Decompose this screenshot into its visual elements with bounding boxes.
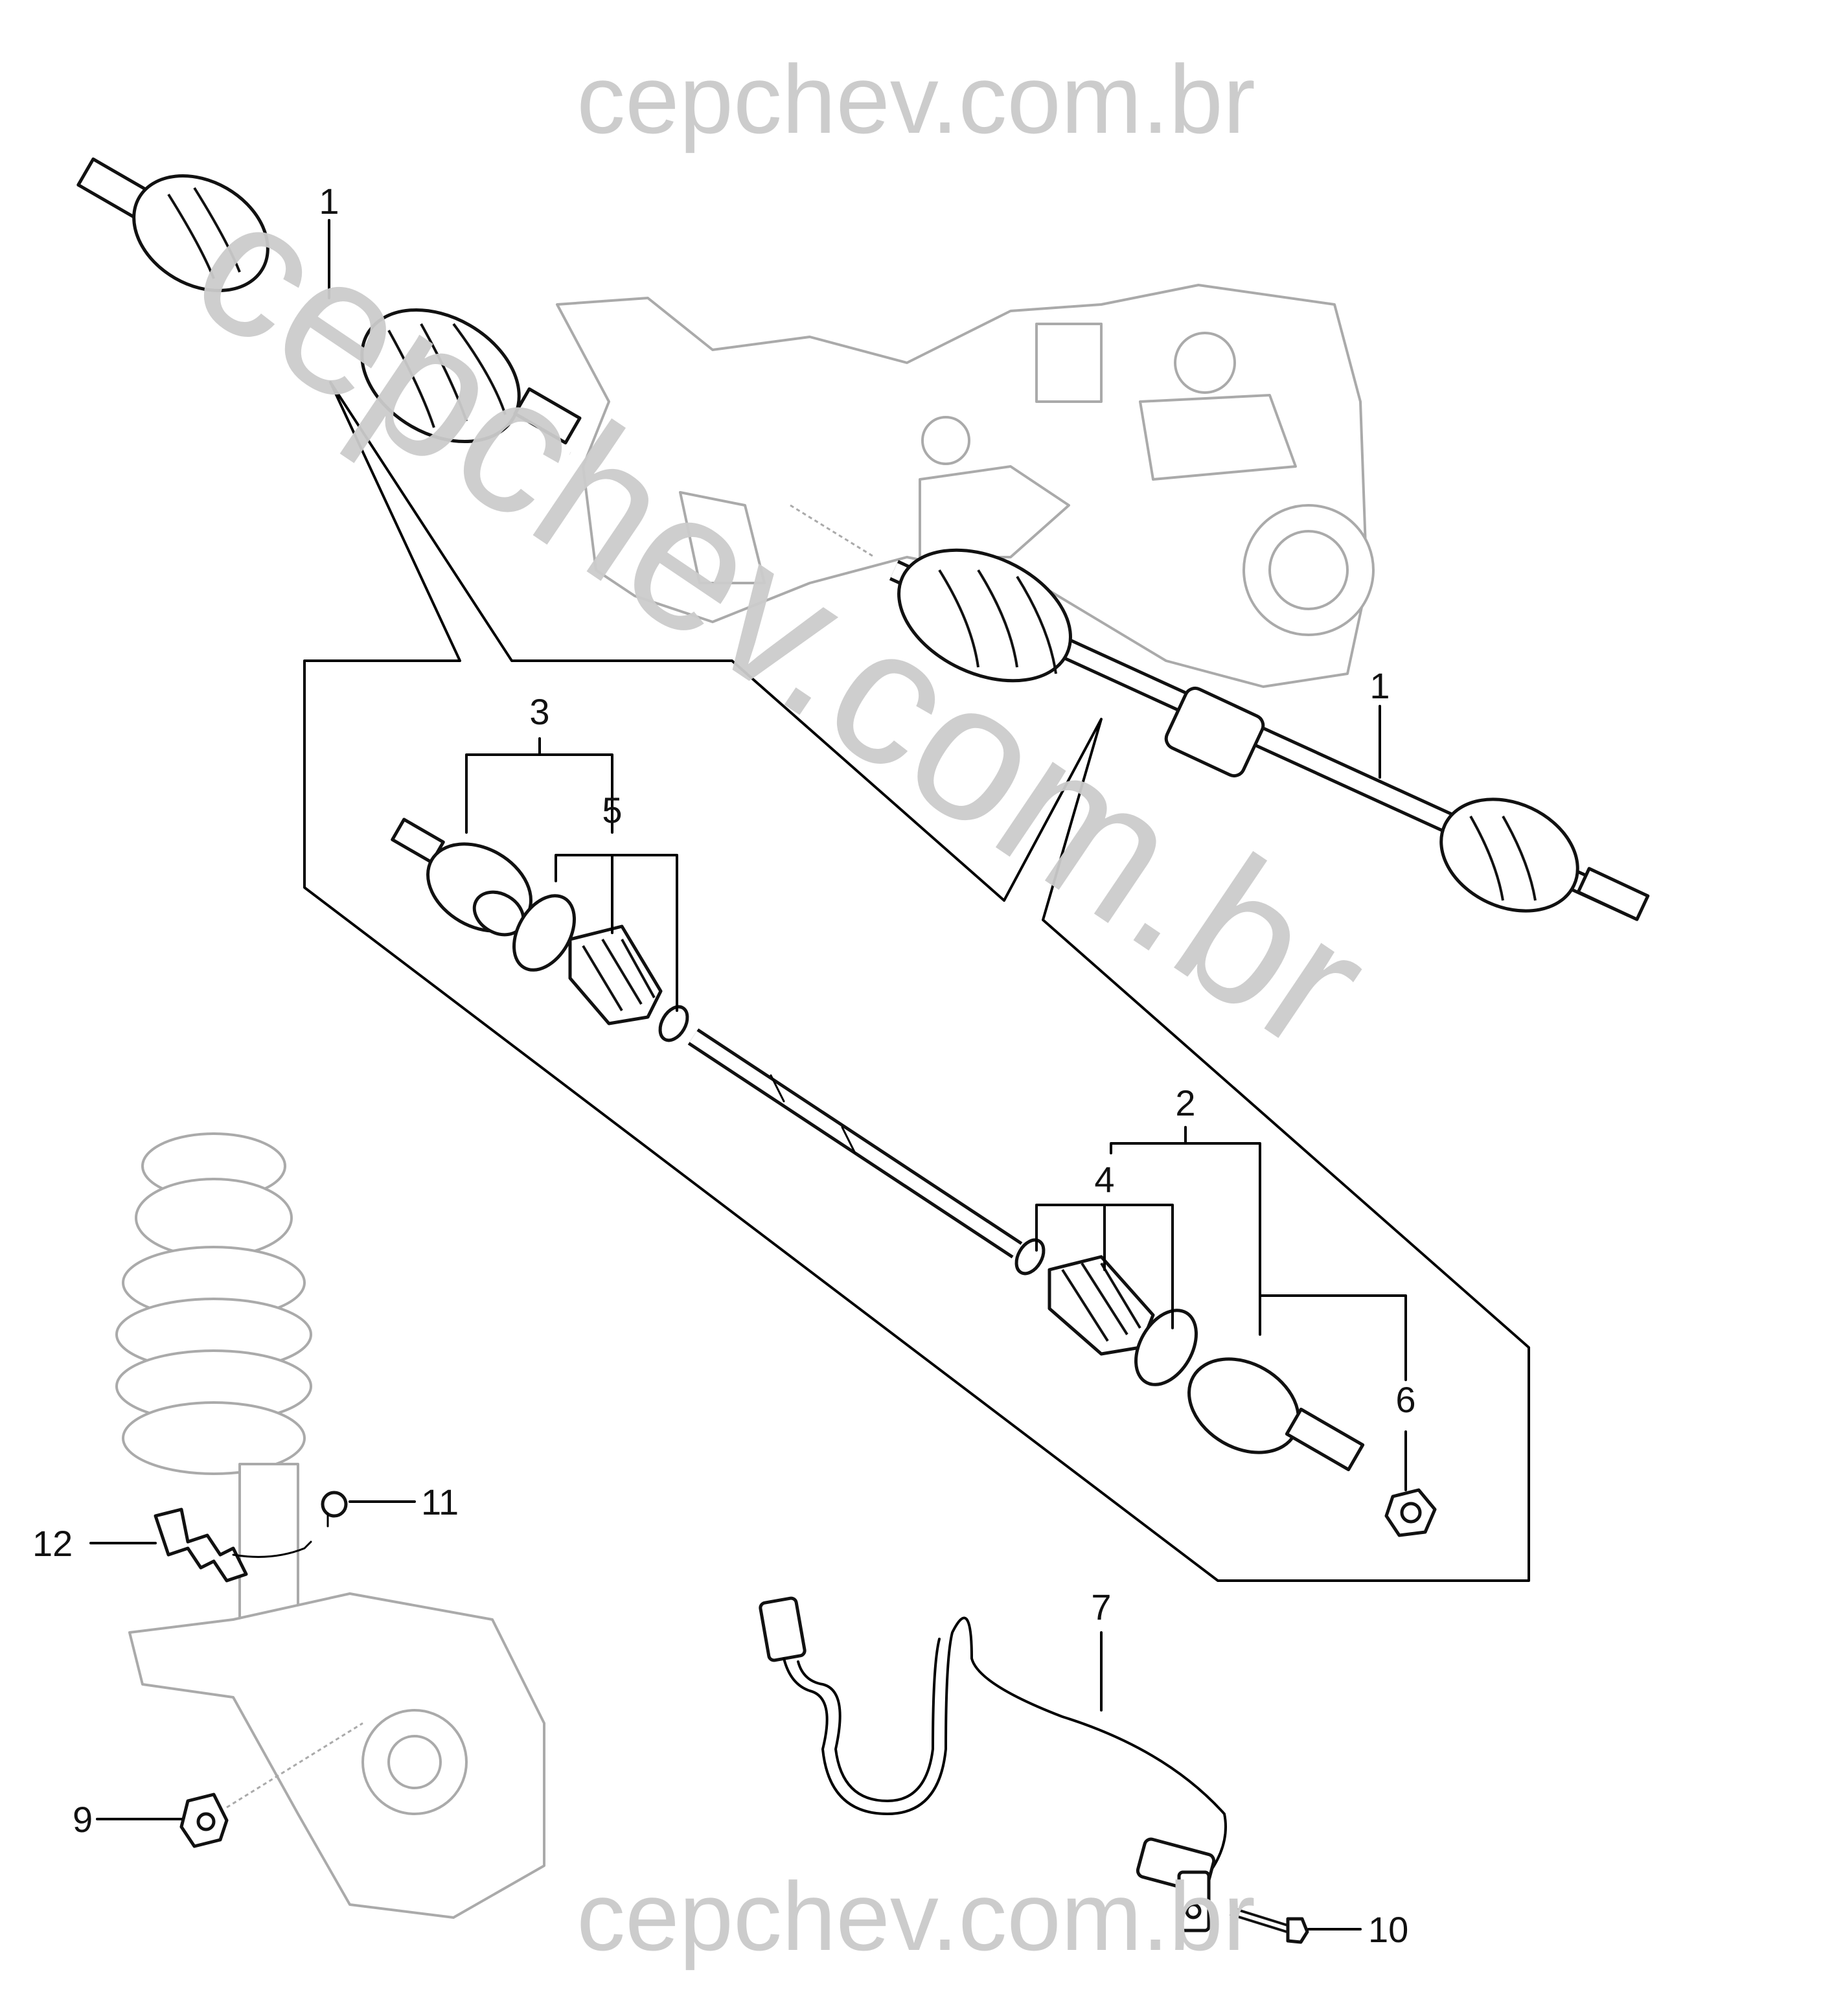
callout-4: 4 [1094, 1159, 1114, 1200]
axle-shaft-right [889, 548, 1650, 921]
axle-nut [1384, 1488, 1437, 1537]
clip-part [321, 1491, 348, 1528]
exploded-view-frame [303, 381, 1530, 1582]
strut-assembly-ghost [115, 1132, 545, 1919]
callout-2: 2 [1175, 1082, 1195, 1123]
callout-10: 10 [1368, 1909, 1408, 1950]
callout-12: 12 [32, 1523, 73, 1564]
watermark-bottom: cepchev.com.br [577, 1862, 1255, 1971]
transmission-housing-ghost [556, 284, 1375, 688]
callout-7: 7 [1091, 1586, 1111, 1627]
callout-9: 9 [73, 1799, 93, 1840]
sensor-cable-bracket [154, 1507, 312, 1583]
leader-lines [89, 219, 1407, 1930]
clamp-ring-outer [512, 894, 576, 972]
intermediate-shaft [687, 1028, 1023, 1259]
wheel-speed-sensor [759, 1596, 1227, 1932]
callout-3: 3 [529, 691, 549, 732]
callout-labels: 1 1 3 5 2 4 6 7 11 12 9 10 [32, 181, 1416, 1950]
callout-6: 6 [1395, 1379, 1415, 1420]
clamp-ring-small [658, 1005, 689, 1042]
callout-1-left: 1 [319, 181, 339, 222]
sensor-bolt [1229, 1907, 1309, 1944]
callout-5: 5 [602, 790, 622, 830]
axle-shaft-left [76, 157, 582, 461]
clamp-ring-inner [1134, 1309, 1198, 1386]
callout-11: 11 [421, 1482, 459, 1522]
boot-outer [568, 924, 663, 1025]
boot-inner [1048, 1255, 1155, 1356]
watermark-top: cepchev.com.br [577, 45, 1255, 154]
callout-1-right: 1 [1369, 665, 1390, 706]
inner-cv-joint [1187, 1357, 1365, 1472]
sensor-cable-clip [179, 1722, 363, 1848]
